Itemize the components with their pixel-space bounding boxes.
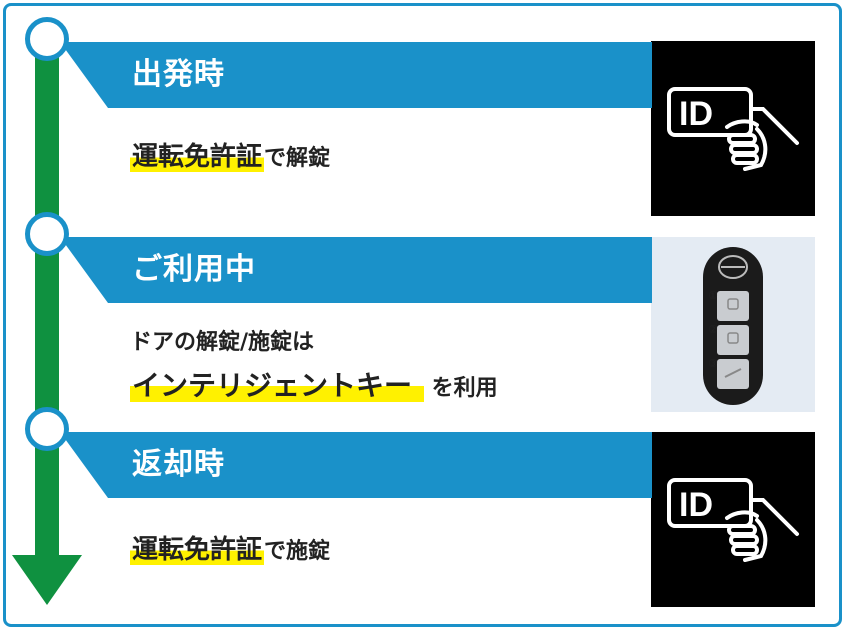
svg-text:ID: ID <box>679 486 713 524</box>
timeline-node-return <box>25 407 69 451</box>
desc-rest: で施錠 <box>264 539 331 564</box>
key-button-label-2: ② <box>708 323 718 336</box>
desc-rest: を利用 <box>424 376 498 401</box>
desc-rest: で解錠 <box>264 146 331 171</box>
step-title-return: 返却時 <box>132 447 225 482</box>
key-button-label-1: ① <box>708 289 718 302</box>
highlight-license: 運転免許証 <box>130 535 265 565</box>
step-banner-in-use: ご利用中 <box>60 237 652 303</box>
step-banner-return: 返却時 <box>60 432 652 498</box>
intelligent-key-photo: ① ② ③ <box>651 237 815 412</box>
timeline-node-departure <box>25 17 69 61</box>
id-card-icon: ID <box>651 432 815 607</box>
highlight-license: 運転免許証 <box>130 142 265 172</box>
timeline-node-in-use <box>25 212 69 256</box>
highlight-intelligent-key: インテリジェントキー <box>130 369 425 402</box>
step-title-departure: 出発時 <box>132 57 225 92</box>
step-desc-departure: 運転免許証で解錠 <box>130 136 330 173</box>
step-banner-departure: 出発時 <box>60 42 652 108</box>
key-button-label-3: ③ <box>708 357 718 370</box>
step-desc-return: 運転免許証で施錠 <box>130 529 330 566</box>
step-desc-line1: ドアの解錠/施錠は <box>130 330 315 355</box>
arrow-down-icon <box>12 555 82 605</box>
timeline-line <box>35 45 59 565</box>
step-desc-in-use: インテリジェントキー を利用 <box>130 364 498 404</box>
svg-text:ID: ID <box>679 95 713 133</box>
outer-frame <box>3 3 842 627</box>
step-title-in-use: ご利用中 <box>132 252 256 287</box>
id-card-icon: ID <box>651 41 815 216</box>
